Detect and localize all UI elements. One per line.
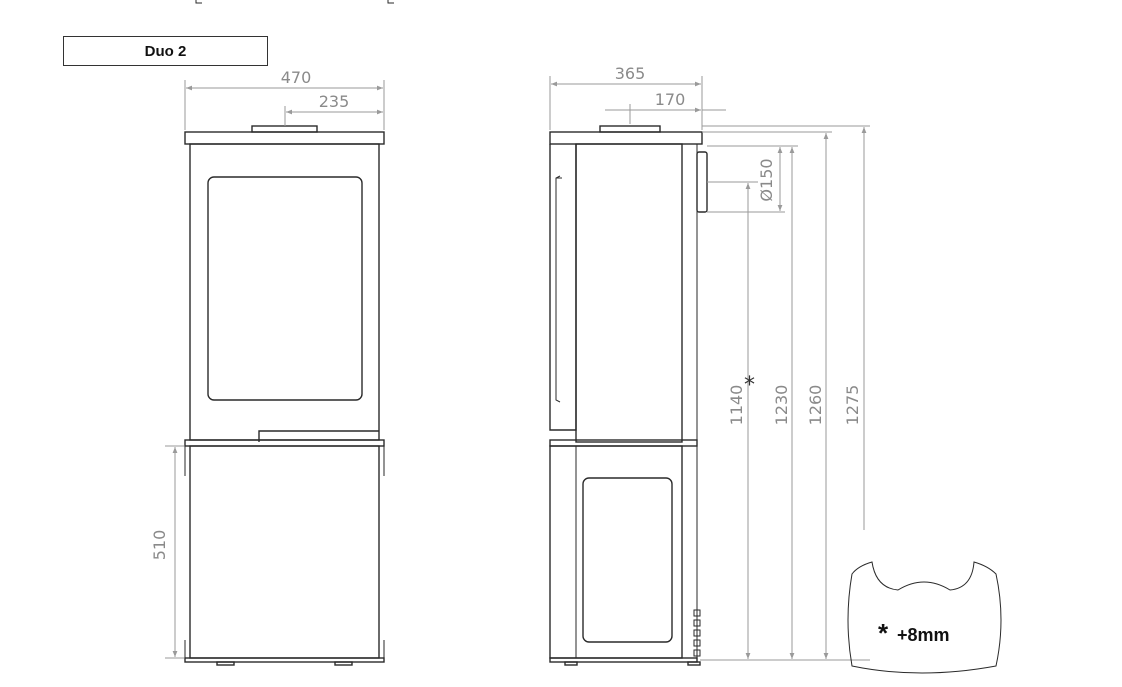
side-rear-vents (693, 609, 701, 657)
front-view-stove (184, 125, 385, 666)
side-view-stove (549, 125, 708, 666)
front-foot-left (216, 661, 235, 666)
model-title: Duo 2 (144, 42, 187, 60)
front-foot-right (334, 661, 353, 666)
front-plinth (184, 657, 385, 663)
top-fragment (195, 0, 394, 4)
front-top-plate (184, 131, 385, 145)
side-lower-compartment (582, 477, 673, 643)
front-divider-plate (184, 439, 385, 447)
side-top-plate (549, 131, 703, 145)
front-lower-body (189, 445, 380, 659)
front-glass-window (207, 176, 363, 401)
front-air-lever (258, 430, 379, 442)
side-foot-rear (687, 661, 701, 666)
front-upper-body (189, 143, 380, 441)
front-flue-collar (251, 125, 318, 133)
front-dimensions: 470 235 510 (150, 68, 385, 659)
side-rear-flue (696, 151, 708, 213)
note-badge-shape (847, 561, 1002, 674)
side-divider (549, 439, 698, 447)
model-title-box: Duo 2 (63, 36, 268, 66)
dim-flue-top-height-label: 1230 (772, 385, 791, 426)
dim-depth-label: 365 (615, 64, 646, 83)
side-dimensions: 365 170 Ø150 1140 * 1230 1 (549, 64, 870, 661)
note-badge: * +8mm (847, 561, 1002, 674)
dim-flue-offset-label: 170 (655, 90, 686, 109)
dim-flue-diameter-label: Ø150 (757, 158, 776, 201)
side-plinth (549, 657, 698, 663)
dim-flue-center-marker: * (744, 373, 755, 398)
note-star: * (878, 618, 889, 648)
dim-lower-height-label: 510 (150, 530, 169, 561)
dim-flue-center-height-label: 1140 (727, 385, 746, 426)
side-foot-front (564, 661, 578, 666)
note-text: +8mm (897, 625, 950, 645)
side-door-handle (555, 175, 562, 403)
side-door-front (549, 144, 577, 431)
dim-body-height-label: 1260 (806, 385, 825, 426)
side-flue-collar (599, 125, 661, 133)
dim-total-height-label: 1275 (843, 385, 862, 426)
dim-width-label: 470 (281, 68, 312, 87)
side-upper-body (575, 143, 683, 443)
dim-half-width-label: 235 (319, 92, 350, 111)
